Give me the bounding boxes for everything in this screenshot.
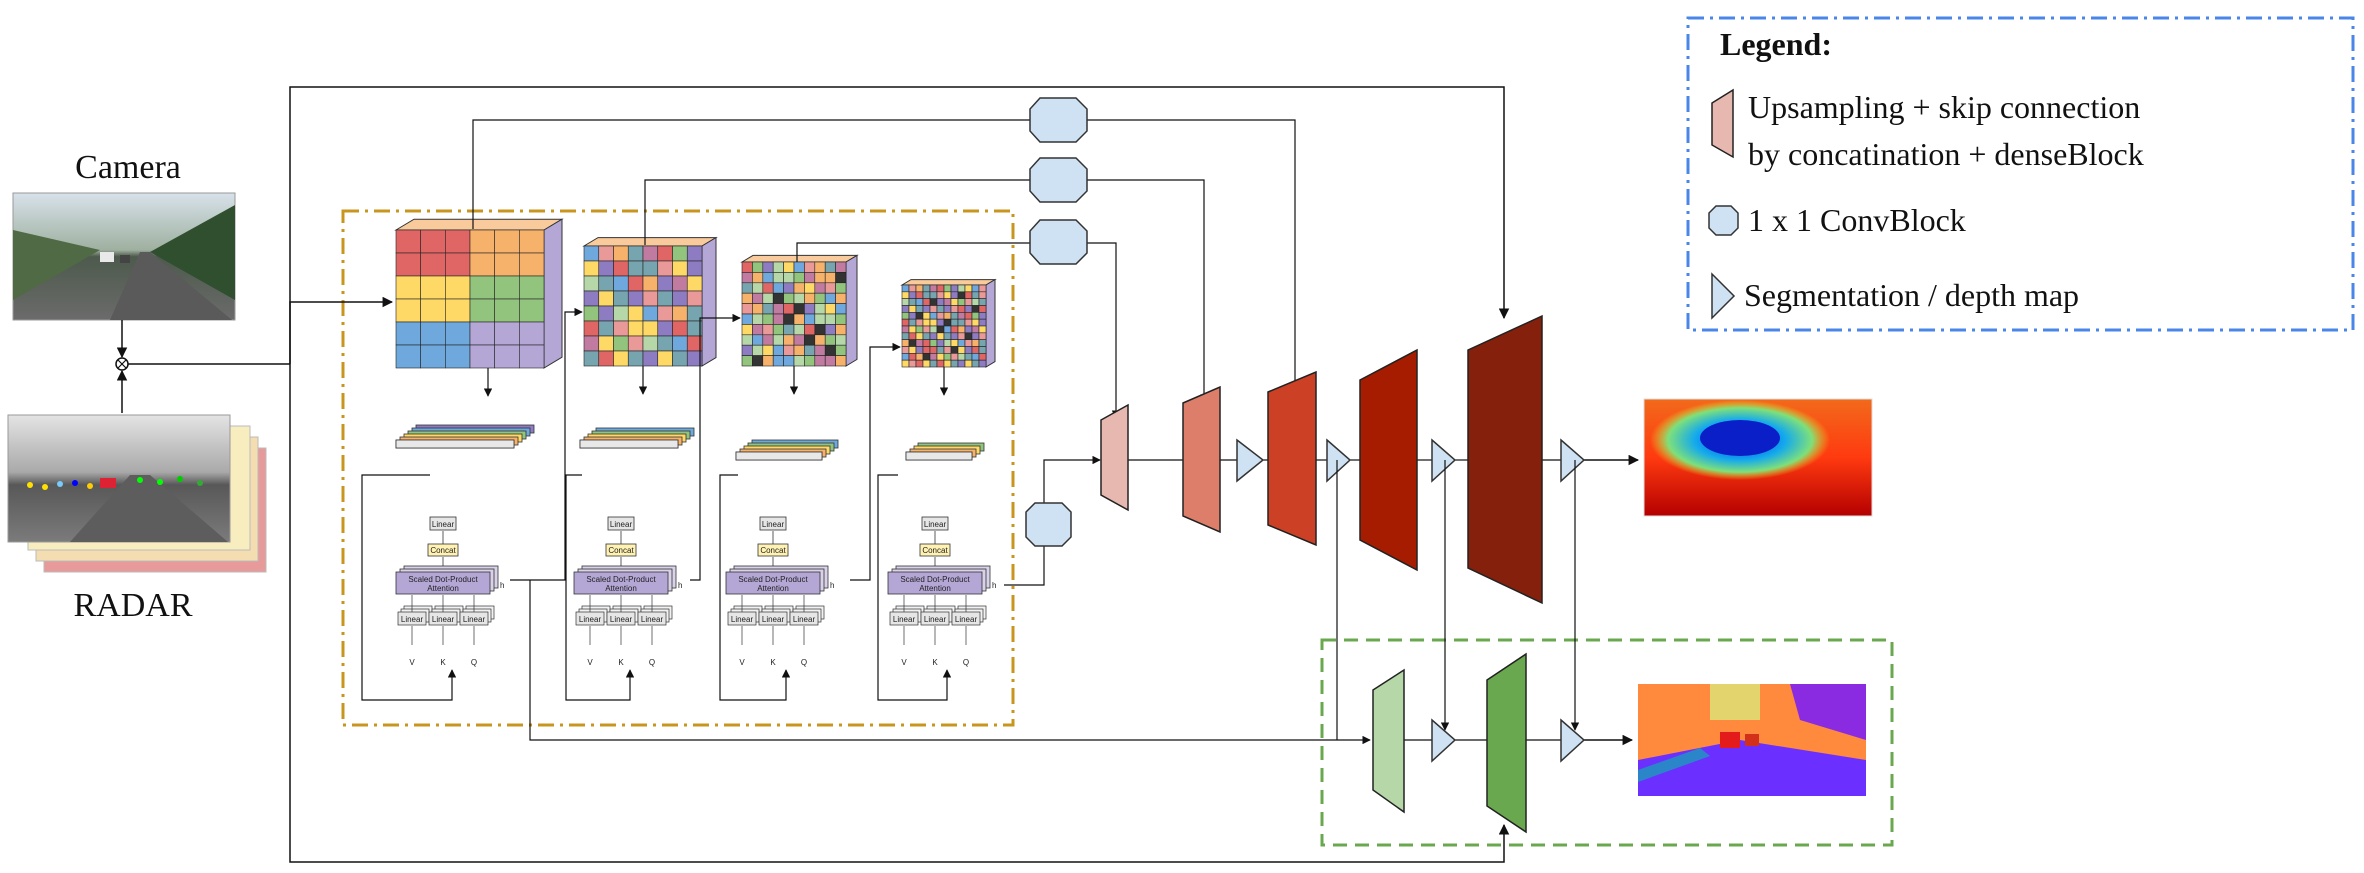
linear-label: Linear (762, 615, 785, 624)
seg-upsample-block-1 (1372, 668, 1405, 814)
linear-label: Linear (610, 520, 633, 529)
heads-label: h (992, 581, 996, 590)
concat-label: Concat (430, 546, 456, 555)
heads-label: h (830, 581, 834, 590)
upsample-block-4 (1359, 348, 1418, 572)
linear-label: Linear (641, 615, 664, 624)
feature-grid-4 (900, 278, 997, 368)
token-stack-3 (735, 439, 839, 461)
upsample-block-5 (1467, 314, 1543, 605)
heads-label: h (500, 581, 504, 590)
seg-upsample-block-2 (1486, 652, 1527, 834)
legend-upsampling-line2: by concatination + denseBlock (1748, 136, 2144, 172)
depth-seg-head-3 (1431, 438, 1457, 483)
token-stack-1 (395, 424, 535, 449)
legend-box (1686, 16, 2355, 332)
seg-head-1 (1431, 718, 1457, 763)
depth-seg-head-4 (1560, 438, 1586, 483)
sdpa-label: Scaled Dot-Product (738, 575, 808, 584)
camera-label: Camera (75, 149, 181, 186)
heads-label: h (678, 581, 682, 590)
sdpa-label-2: Attention (605, 584, 637, 593)
segmentation-map-output (1638, 684, 1866, 796)
conv-block-1 (1029, 97, 1088, 143)
sdpa-label: Scaled Dot-Product (900, 575, 970, 584)
linear-label: Linear (731, 615, 754, 624)
fusion-multiply-icon (115, 357, 129, 371)
upsample-block-2 (1182, 385, 1221, 534)
seg-head-2 (1560, 718, 1586, 763)
depth-map-output (1643, 398, 1873, 517)
sdpa-label: Scaled Dot-Product (586, 575, 656, 584)
sdpa-label-2: Attention (427, 584, 459, 593)
input-label-q: Q (963, 658, 969, 667)
upsample-block-3 (1267, 370, 1317, 547)
sdpa-label-2: Attention (919, 584, 951, 593)
legend-upsampling-icon (1711, 88, 1734, 159)
token-stack-4 (905, 442, 985, 461)
depth-seg-head-1 (1236, 438, 1265, 483)
sdpa-label: Scaled Dot-Product (408, 575, 478, 584)
input-label-k: K (932, 658, 938, 667)
conv-block-3 (1029, 219, 1088, 265)
depth-seg-head-2 (1326, 438, 1352, 483)
legend-upsampling-line1: Upsampling + skip connection (1748, 89, 2140, 125)
feature-grid-3 (740, 254, 859, 367)
conv-block-2 (1029, 157, 1088, 203)
upsample-block-1 (1100, 403, 1129, 512)
linear-label: Linear (893, 615, 916, 624)
input-label-k: K (770, 658, 776, 667)
input-label-q: Q (801, 658, 807, 667)
camera-image (12, 192, 236, 321)
feature-grid-2 (582, 236, 718, 367)
linear-label: Linear (924, 615, 947, 624)
input-label-v: V (587, 658, 593, 667)
legend-conv-label: 1 x 1 ConvBlock (1748, 202, 1966, 238)
legend-seg-icon (1711, 272, 1736, 320)
linear-label: Linear (579, 615, 602, 624)
linear-label: Linear (401, 615, 424, 624)
radar-images (7, 414, 267, 573)
linear-label: Linear (432, 520, 455, 529)
input-label-q: Q (649, 658, 655, 667)
conv-block-4 (1025, 502, 1072, 547)
input-label-v: V (901, 658, 907, 667)
legend-conv-icon (1708, 205, 1739, 236)
linear-label: Linear (793, 615, 816, 624)
linear-label: Linear (762, 520, 785, 529)
concat-label: Concat (608, 546, 634, 555)
linear-label: Linear (610, 615, 633, 624)
sdpa-label-2: Attention (757, 584, 789, 593)
concat-label: Concat (760, 546, 786, 555)
segmentation-region (1320, 638, 1894, 847)
input-label-v: V (739, 658, 745, 667)
token-stack-2 (579, 427, 695, 449)
legend-seg-label: Segmentation / depth map (1744, 277, 2079, 313)
legend-title: Legend: (1720, 26, 1832, 62)
encoder-region (341, 209, 1015, 727)
input-label-q: Q (471, 658, 477, 667)
linear-label: Linear (432, 615, 455, 624)
input-label-v: V (409, 658, 415, 667)
linear-label: Linear (463, 615, 486, 624)
linear-label: Linear (924, 520, 947, 529)
concat-label: Concat (922, 546, 948, 555)
radar-label: RADAR (73, 587, 192, 624)
feature-grid-1 (394, 218, 564, 369)
linear-label: Linear (955, 615, 978, 624)
input-label-k: K (618, 658, 624, 667)
input-label-k: K (440, 658, 446, 667)
